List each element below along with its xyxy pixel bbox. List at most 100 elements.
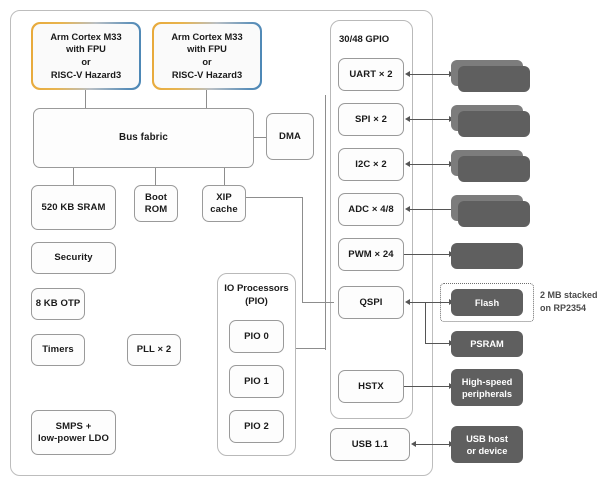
line-xip-down: [302, 197, 304, 303]
line-bus-to-dma: [254, 137, 266, 139]
cpu-core-0-line-0: Arm Cortex M33: [50, 31, 122, 42]
sram-label: 520 KB SRAM: [41, 201, 106, 213]
sram-block: 520 KB SRAM: [31, 185, 116, 230]
flash-highlight-region: [440, 283, 534, 322]
arrowhead-usb-left: [411, 441, 416, 447]
arrowhead-spi-left: [405, 116, 410, 122]
gpio-label: 30/48 GPIO: [339, 34, 390, 45]
arrowhead-uart-left: [405, 71, 410, 77]
usb-label: USB 1.1: [351, 438, 389, 450]
pio-title: IO Processors (PIO): [217, 283, 296, 308]
xip-cache-block: XIP cache: [202, 185, 246, 222]
pio-block-1-label: PIO 1: [244, 375, 269, 387]
dma-block: DMA: [266, 113, 314, 160]
security-block: Security: [31, 242, 116, 274]
bus-fabric: Bus fabric: [33, 108, 254, 168]
line-psram: [425, 343, 452, 345]
pio-block-2: PIO 2: [229, 410, 284, 443]
external-i2c-peripherals: [458, 156, 530, 182]
bus-fabric-label: Bus fabric: [119, 132, 168, 143]
peripheral-uart: UART × 2: [338, 58, 404, 91]
line-spi: [408, 119, 453, 121]
pio-block-0-label: PIO 0: [244, 330, 269, 342]
boot-rom-block: Boot ROM: [134, 185, 178, 222]
flash-annotation: 2 MB stacked on RP2354: [540, 289, 600, 314]
security-label: Security: [54, 252, 93, 263]
line-adc: [408, 209, 456, 211]
cpu-core-0-line-1: with FPU: [66, 44, 106, 55]
external-high-speed-peripherals: High-speed peripherals: [451, 369, 523, 406]
pio-block-2-label: PIO 2: [244, 420, 269, 432]
peripheral-qspi-label: QSPI: [359, 296, 383, 308]
peripheral-spi: SPI × 2: [338, 103, 404, 136]
xip-cache-label-line-1: cache: [210, 203, 238, 215]
line-core0-to-bus: [85, 90, 87, 108]
boot-rom-label-line-0: Boot: [144, 191, 168, 203]
external-psram: PSRAM: [451, 331, 523, 357]
flash-annotation-line-0: 2 MB stacked: [540, 290, 598, 300]
external-usb-host-or-device: USB host or device: [451, 426, 523, 463]
external-uart-peripherals: [458, 66, 530, 92]
xip-cache-label-line-0: XIP: [216, 191, 232, 203]
cpu-core-1: Arm Cortex M33 with FPU or RISC-V Hazard…: [152, 22, 262, 90]
line-pwm: [404, 254, 452, 256]
peripheral-hstx: HSTX: [338, 370, 404, 403]
line-hstx: [404, 386, 452, 388]
timers-label: Timers: [42, 344, 74, 355]
power-label-line-1: low-power LDO: [38, 432, 109, 444]
peripheral-adc-label: ADC × 4/8: [348, 203, 394, 215]
pio-title-line-1: (PIO): [245, 295, 268, 307]
peripheral-spi-label: SPI × 2: [354, 113, 388, 125]
arrowhead-qspi-left: [405, 299, 410, 305]
cpu-core-1-line-0: Arm Cortex M33: [171, 31, 243, 42]
line-bus-to-sram: [73, 168, 75, 185]
usb-block: USB 1.1: [330, 428, 410, 461]
cpu-core-1-line-2: or: [202, 57, 212, 67]
timers-block: Timers: [31, 334, 85, 366]
arrowhead-adc-left: [405, 206, 410, 212]
pio-block-1: PIO 1: [229, 365, 284, 398]
external-flash: Flash: [451, 289, 523, 316]
cpu-core-1-line-3: RISC-V Hazard3: [171, 69, 243, 80]
power-label-line-0: SMPS +: [55, 420, 92, 432]
dma-label: DMA: [279, 130, 301, 142]
line-usb: [414, 444, 452, 446]
external-high-speed-line-0: High-speed: [461, 376, 513, 387]
external-high-speed-line-1: peripherals: [461, 388, 513, 399]
line-internal-bus: [325, 95, 327, 350]
line-uart: [408, 74, 453, 76]
cpu-core-0: Arm Cortex M33 with FPU or RISC-V Hazard…: [31, 22, 141, 90]
pll-label: PLL × 2: [136, 344, 172, 355]
peripheral-qspi: QSPI: [338, 286, 404, 319]
otp-label: 8 KB OTP: [35, 298, 81, 309]
external-adc-sources: [458, 201, 530, 227]
line-xip-to-qspi: [302, 302, 334, 304]
peripheral-i2c: I2C × 2: [338, 148, 404, 181]
external-usb-line-1: or device: [466, 445, 508, 456]
otp-block: 8 KB OTP: [31, 288, 85, 320]
line-xip-right: [246, 197, 303, 199]
pll-block: PLL × 2: [127, 334, 181, 366]
power-block: SMPS + low-power LDO: [31, 410, 116, 455]
line-i2c: [408, 164, 453, 166]
peripheral-hstx-label: HSTX: [358, 380, 384, 392]
flash-annotation-line-1: on RP2354: [540, 302, 587, 313]
pio-title-line-0: IO Processors: [224, 283, 289, 294]
line-qspi-down-to-psram: [425, 302, 427, 343]
line-core1-to-bus: [206, 90, 208, 108]
peripheral-i2c-label: I2C × 2: [355, 158, 387, 170]
pio-block-0: PIO 0: [229, 320, 284, 353]
line-bus-to-xip: [224, 168, 226, 185]
line-bus-to-bootrom: [155, 168, 157, 185]
peripheral-uart-label: UART × 2: [349, 68, 393, 80]
external-usb-line-0: USB host: [466, 433, 508, 444]
external-pwm-outputs: [451, 243, 523, 269]
arrowhead-i2c-left: [405, 161, 410, 167]
peripheral-pwm: PWM × 24: [338, 238, 404, 271]
external-flash-label: Flash: [474, 297, 500, 308]
cpu-core-0-line-2: or: [81, 57, 91, 67]
boot-rom-label-line-1: ROM: [144, 203, 168, 215]
cpu-core-1-line-1: with FPU: [187, 44, 227, 55]
cpu-core-0-line-3: RISC-V Hazard3: [50, 69, 122, 80]
